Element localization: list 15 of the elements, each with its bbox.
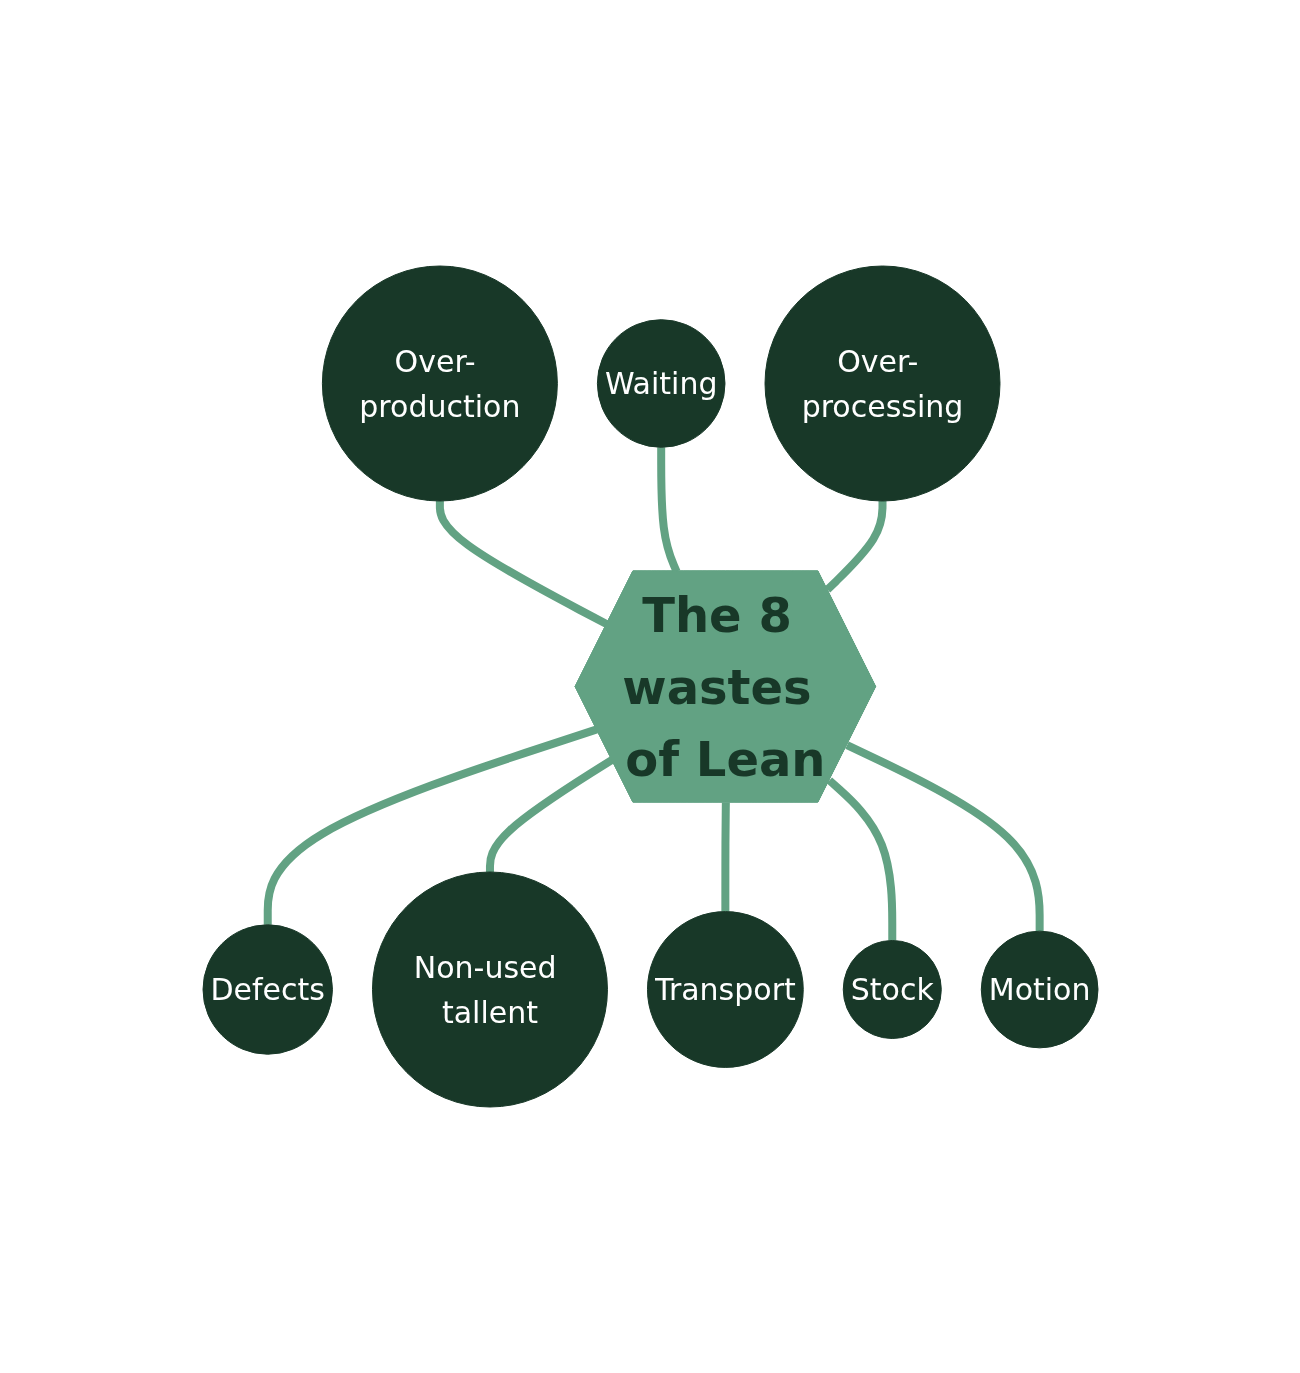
connector	[263, 725, 598, 925]
node-circle: Non-used tallent	[371, 871, 608, 1108]
connector	[485, 756, 614, 872]
node-circle: Over- processing	[764, 265, 1000, 502]
connector	[826, 777, 896, 941]
connector	[844, 741, 1044, 932]
node-circle: Stock	[842, 940, 942, 1039]
node-circle: Waiting	[596, 319, 725, 448]
node-circle: Over- production	[321, 265, 558, 502]
connector	[824, 501, 886, 593]
node-circle: Transport	[646, 911, 804, 1068]
node-circle: Defects	[202, 924, 333, 1055]
connector	[720, 802, 730, 912]
node-circle: Motion	[980, 930, 1098, 1049]
connector	[435, 501, 609, 628]
